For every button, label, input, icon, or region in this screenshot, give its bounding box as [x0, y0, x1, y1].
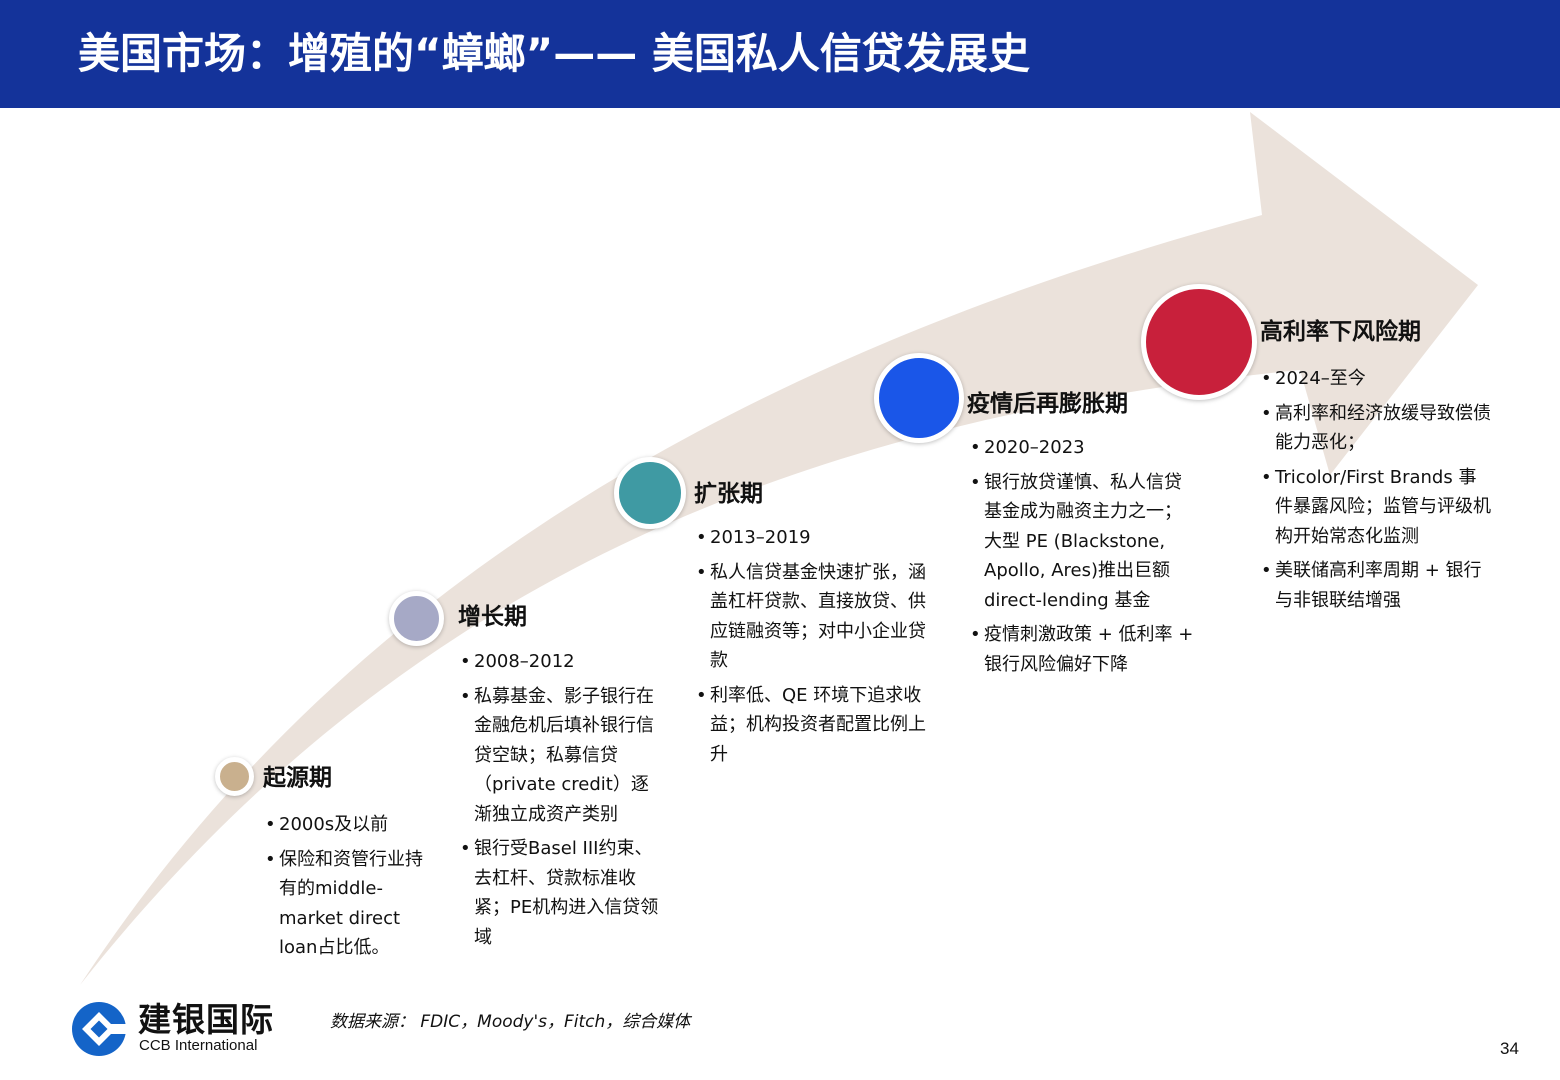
stage-5-title: 高利率下风险期 — [1260, 319, 1421, 345]
stage-3-bullet: 私人信贷基金快速扩张，涵盖杠杆贷款、直接放贷、供应链融资等；对中小企业贷款 — [696, 558, 941, 676]
stage-4-bullet: 银行放贷谨慎、私人信贷基金成为融资主力之一；大型 PE (Blackstone,… — [970, 468, 1195, 616]
stage-1-bullet: 2000s及以前 — [265, 810, 435, 840]
page-title: 美国市场：增殖的“蟑螂”—— 美国私人信贷发展史 — [78, 29, 1030, 78]
stage-2-node — [389, 591, 444, 646]
header-bar: 美国市场：增殖的“蟑螂”—— 美国私人信贷发展史 — [0, 0, 1560, 108]
stage-1-node — [215, 757, 254, 796]
stage-5-bullet: 美联储高利率周期 + 银行与非银联结增强 — [1261, 556, 1491, 615]
stage-2-bullet: 2008–2012 — [460, 647, 660, 677]
stage-2-bullet: 银行受Basel III约束、去杠杆、贷款标准收紧；PE机构进入信贷领域 — [460, 834, 660, 952]
stage-5-bullet: 高利率和经济放缓导致偿债能力恶化； — [1261, 399, 1491, 458]
logo-english-name: CCB International — [139, 1037, 258, 1054]
stage-4-bullets: 2020–2023 银行放贷谨慎、私人信贷基金成为融资主力之一；大型 PE (B… — [970, 433, 1195, 684]
page-number: 34 — [1500, 1039, 1519, 1058]
stage-5-bullet: Tricolor/First Brands 事件暴露风险；监管与评级机构开始常态… — [1261, 463, 1491, 552]
stage-3-bullet: 2013–2019 — [696, 523, 941, 553]
stage-4-title: 疫情后再膨胀期 — [967, 391, 1128, 417]
stage-5-node — [1141, 284, 1257, 400]
data-source-note: 数据来源： FDIC，Moody's，Fitch，综合媒体 — [330, 1012, 691, 1032]
stage-4-node — [874, 353, 964, 443]
stage-3-title: 扩张期 — [694, 481, 763, 507]
stage-2-title: 增长期 — [458, 604, 527, 630]
ccb-logo-icon — [72, 1002, 128, 1056]
stage-2-bullet: 私募基金、影子银行在金融危机后填补银行信贷空缺；私募信贷（private cre… — [460, 682, 660, 830]
stage-2-bullets: 2008–2012 私募基金、影子银行在金融危机后填补银行信贷空缺；私募信贷（p… — [460, 647, 660, 957]
stage-3-node — [614, 457, 686, 529]
stage-1-title: 起源期 — [263, 765, 332, 791]
logo-chinese-name: 建银国际 — [138, 1000, 274, 1039]
timeline-arrow-shape — [80, 112, 1478, 985]
stage-5-bullets: 2024–至今 高利率和经济放缓导致偿债能力恶化； Tricolor/First… — [1261, 364, 1491, 620]
stage-3-bullets: 2013–2019 私人信贷基金快速扩张，涵盖杠杆贷款、直接放贷、供应链融资等；… — [696, 523, 941, 774]
stage-1-bullet: 保险和资管行业持有的middle-market direct loan占比低。 — [265, 845, 435, 963]
stage-4-bullet: 疫情刺激政策 + 低利率 + 银行风险偏好下降 — [970, 620, 1195, 679]
stage-4-bullet: 2020–2023 — [970, 433, 1195, 463]
stage-1-bullets: 2000s及以前 保险和资管行业持有的middle-market direct … — [265, 810, 435, 968]
stage-5-bullet: 2024–至今 — [1261, 364, 1491, 394]
stage-3-bullet: 利率低、QE 环境下追求收益；机构投资者配置比例上升 — [696, 681, 941, 770]
